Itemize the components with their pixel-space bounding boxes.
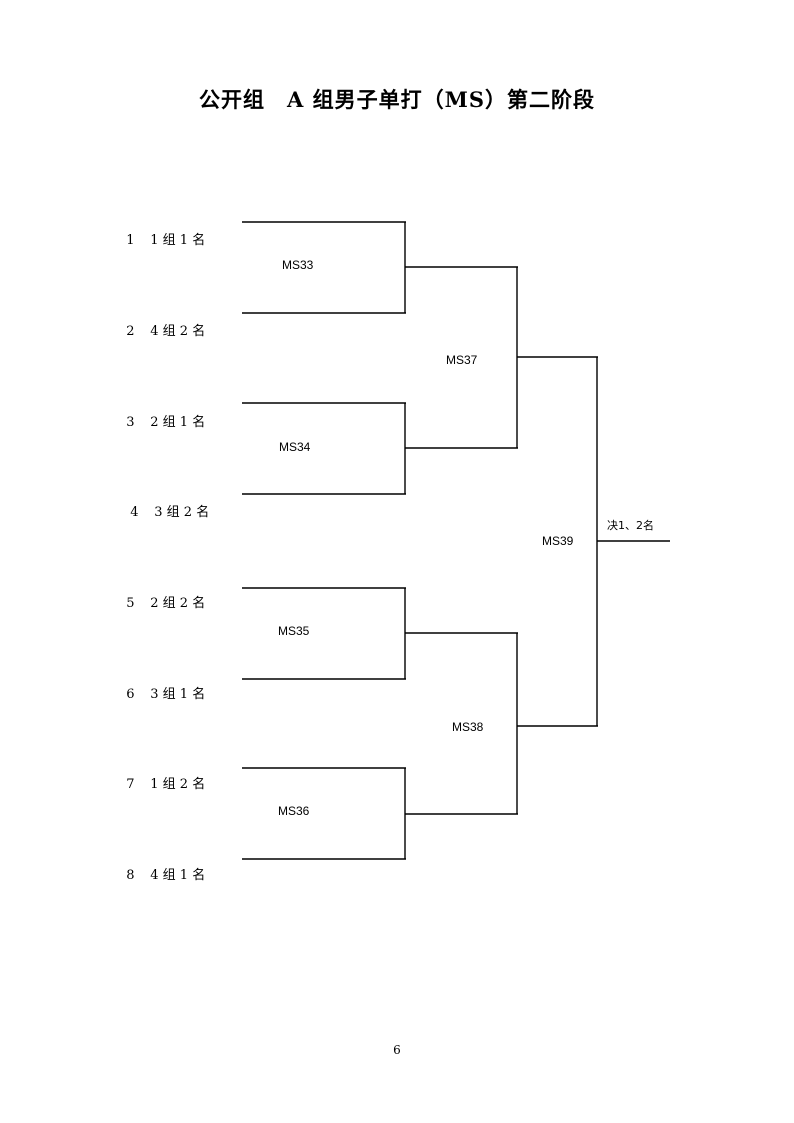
entry-label: 3 组 2 名 [154, 505, 210, 520]
entry-label: 2 组 1 名 [150, 415, 206, 430]
entry-seed: 5 [126, 596, 135, 611]
entry-seed: 2 [126, 324, 135, 339]
final-placement-label: 决1、2名 [607, 519, 654, 532]
entry-label: 3 组 1 名 [150, 687, 206, 702]
match-ms37: MS37 [446, 353, 478, 367]
entry-seed: 1 [126, 233, 135, 248]
match-ms35: MS35 [278, 624, 310, 638]
entry-4: 4 3 组 2 名 [122, 486, 209, 520]
match-ms38: MS38 [452, 720, 484, 734]
entry-seed: 4 [130, 505, 139, 520]
match-ms39: MS39 [542, 534, 574, 548]
page-title: 公开组 A 组男子单打（MS）第二阶段 [198, 87, 595, 112]
entry-seed: 6 [126, 687, 135, 702]
entry-6: 6 3 组 1 名 [118, 668, 205, 702]
entry-label: 4 组 1 名 [150, 868, 206, 883]
entry-5: 5 2 组 2 名 [118, 577, 205, 611]
entry-label: 1 组 2 名 [150, 777, 206, 792]
match-ms36: MS36 [278, 804, 310, 818]
match-ms34: MS34 [279, 440, 311, 454]
entry-3: 3 2 组 1 名 [118, 396, 205, 430]
entry-label: 2 组 2 名 [150, 596, 206, 611]
entry-8: 8 4 组 1 名 [118, 849, 205, 883]
entry-2: 2 4 组 2 名 [118, 305, 205, 339]
entry-seed: 8 [126, 868, 135, 883]
entry-seed: 3 [126, 415, 135, 430]
entry-1: 1 1 组 1 名 [118, 214, 205, 248]
match-ms33: MS33 [282, 258, 314, 272]
entry-7: 7 1 组 2 名 [118, 758, 205, 792]
page-number: 6 [393, 1043, 401, 1057]
entry-label: 1 组 1 名 [150, 233, 206, 248]
entry-label: 4 组 2 名 [150, 324, 206, 339]
entry-seed: 7 [126, 777, 135, 792]
